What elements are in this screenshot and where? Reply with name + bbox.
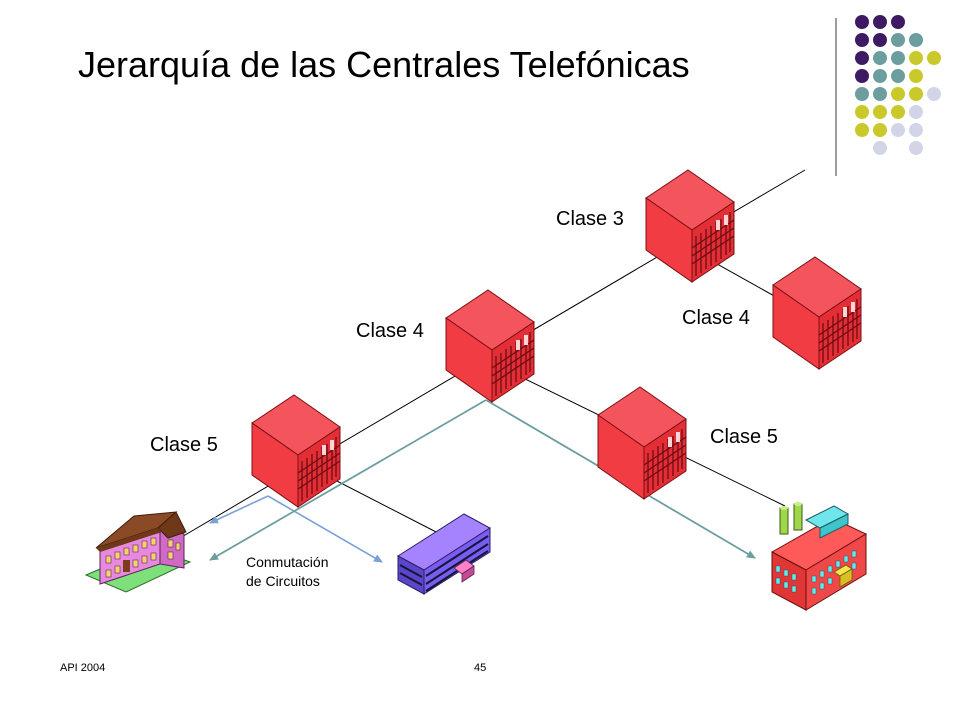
switch-cabinet-icon xyxy=(597,386,687,500)
node-label-class3: Clase 3 xyxy=(556,208,624,230)
slide-title: Jerarquía de las Centrales Telefónicas xyxy=(78,44,690,85)
node-label-class4-left: Clase 4 xyxy=(356,320,424,342)
office-building-icon xyxy=(397,513,491,595)
switch-cabinet-icon xyxy=(251,394,341,508)
factory-icon xyxy=(770,502,868,611)
switch-cabinet-icon xyxy=(772,256,862,370)
switch-cabinet-icon xyxy=(645,169,735,283)
footer-left-text: API 2004 xyxy=(60,662,106,674)
annotation-line1: Conmutación xyxy=(246,554,329,570)
node-label-class5-right: Clase 5 xyxy=(710,426,778,448)
circuit-switching-arrows xyxy=(209,495,383,563)
switch-cabinet-icon xyxy=(445,289,535,403)
annotation-line2: de Circuitos xyxy=(246,573,320,589)
node-label-class5-left: Clase 5 xyxy=(150,434,218,456)
page-number: 45 xyxy=(474,662,487,674)
house-icon xyxy=(84,511,192,593)
node-label-class4-right: Clase 4 xyxy=(682,307,750,329)
circuit-switching-annotation: Conmutación de Circuitos xyxy=(246,553,329,591)
decorative-dot-pattern xyxy=(855,15,941,155)
